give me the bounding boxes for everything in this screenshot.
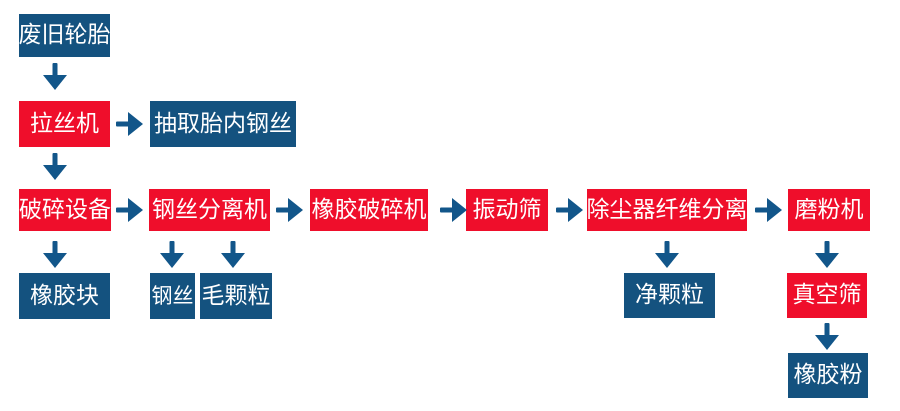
arrow-down-icon	[654, 241, 680, 268]
node-grinding-machine: 磨粉机	[788, 189, 870, 231]
arrow-right-icon	[755, 197, 782, 223]
node-steel-wire: 钢丝	[150, 273, 195, 319]
arrow-down-icon	[42, 63, 68, 90]
node-vibrating-screen: 振动筛	[466, 189, 548, 231]
node-rubber-crusher: 橡胶破碎机	[310, 189, 428, 231]
node-rubber-block: 橡胶块	[19, 273, 110, 319]
node-rubber-powder: 橡胶粉	[788, 353, 868, 398]
arrow-down-icon	[159, 241, 185, 268]
node-steel-wire-separator: 钢丝分离机	[149, 189, 270, 231]
arrow-down-icon	[42, 241, 68, 268]
node-waste-tires: 废旧轮胎	[19, 14, 111, 57]
arrow-down-icon	[220, 241, 246, 268]
arrow-right-icon	[116, 111, 143, 137]
node-raw-granules: 毛颗粒	[200, 273, 272, 319]
node-dust-collector-fiber-separation: 除尘器纤维分离	[587, 189, 748, 231]
node-extract-tire-steel-wire: 抽取胎内钢丝	[150, 101, 296, 147]
arrow-down-icon	[814, 323, 840, 350]
node-crushing-equipment: 破碎设备	[19, 189, 111, 231]
arrow-down-icon	[814, 241, 840, 268]
node-vacuum-screen: 真空筛	[787, 273, 867, 318]
arrow-right-icon	[556, 197, 583, 223]
arrow-right-icon	[440, 197, 467, 223]
arrow-right-icon	[116, 197, 143, 223]
arrow-right-icon	[276, 197, 303, 223]
node-clean-granules: 净颗粒	[624, 273, 715, 318]
arrow-down-icon	[42, 153, 68, 180]
node-wire-drawing-machine: 拉丝机	[19, 101, 110, 147]
